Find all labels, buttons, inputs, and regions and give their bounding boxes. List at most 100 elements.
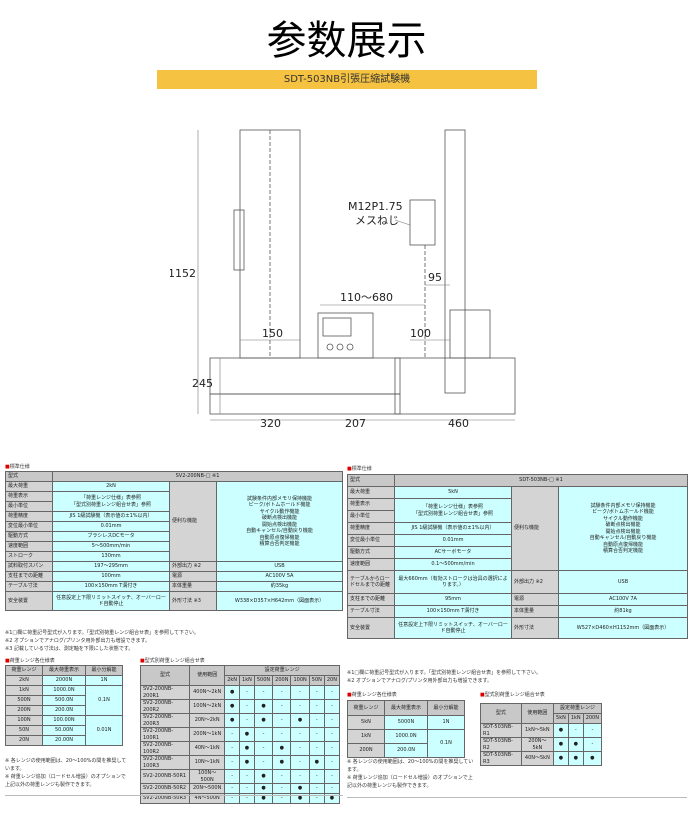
cell: 設定荷重レンジ <box>553 703 602 714</box>
cell: 95mm <box>394 593 512 606</box>
cell: 100N <box>5 715 43 726</box>
range-header: 50N <box>308 675 325 686</box>
dimension-lines <box>197 130 515 421</box>
cell: 荷重精度 <box>5 511 53 522</box>
model-cell: SV2-200NB-□ ※1 <box>52 471 343 482</box>
cell: ● <box>253 699 274 714</box>
cell: 荷重レンジ <box>347 700 385 716</box>
cell: SDT-503NB-R2 <box>480 737 522 752</box>
cell: SV2-200NB-100R1 <box>139 727 191 742</box>
cell: - <box>224 755 241 770</box>
cell: ● <box>553 737 569 752</box>
right-range-notes: ※ 各レンジの使用範囲は、20～100%の間を推奨しています。※ 荷重レンジ追加… <box>347 759 474 789</box>
cell: - <box>253 755 274 770</box>
cell: ● <box>290 713 310 728</box>
cell: 速度範囲 <box>5 541 53 552</box>
functions-cell: 試験条件内部メモリ保持機能ピーク/ボトムホールド機能サイクル動作機能破断点検出機… <box>558 486 688 571</box>
cell: ● <box>582 751 603 766</box>
dim-ctrl-width: 207 <box>345 417 366 430</box>
cell: USB <box>216 561 343 572</box>
cell: - <box>323 783 341 794</box>
cell: 最小単位 <box>347 510 395 523</box>
cell: - <box>308 769 325 784</box>
cell: ● <box>239 727 255 742</box>
cell: ● <box>290 793 310 804</box>
cell: 設定荷重レンジ <box>224 665 340 676</box>
cell: - <box>290 769 310 784</box>
cell: 外部出力 ※2 <box>169 561 217 572</box>
cell: ● <box>290 783 310 794</box>
cell: 1kN <box>347 729 385 744</box>
cell: - <box>224 741 241 756</box>
dim-100: 100 <box>410 327 431 340</box>
cell: SV2-200NB-50R2 <box>139 783 191 794</box>
cell: 支柱までの距離 <box>347 593 395 606</box>
cell: SV2-200NB-200R2 <box>139 699 191 714</box>
cell: JIS 1級試験機（表示値の±1%以内） <box>394 522 512 535</box>
cell: - <box>272 783 292 794</box>
range-header: 1kN <box>239 675 255 686</box>
cell: 安全装置 <box>347 617 395 639</box>
cell: 5～500mm/min <box>52 541 170 552</box>
cell: - <box>323 741 341 756</box>
side-view <box>394 129 516 415</box>
cell: 速度範囲 <box>347 558 395 571</box>
cell: 任意設定上下限リミットスイッチ、オーバーロード自動停止 <box>52 591 170 611</box>
cell: 約35kg <box>216 581 343 592</box>
cell: 200N～1kN <box>189 727 226 742</box>
cell: SDT-503NB-R1 <box>480 723 522 738</box>
cell: SDT-503NB-R3 <box>480 751 522 766</box>
cell: 400N～2kN <box>189 685 226 700</box>
cell: - <box>253 741 274 756</box>
cell: ● <box>253 769 274 784</box>
cell: 100.00N <box>41 715 87 726</box>
cell: 最大荷重表示 <box>383 700 429 716</box>
cell: - <box>308 685 325 700</box>
cell: - <box>323 769 341 784</box>
cell: SV2-200NB-50R1 <box>139 769 191 784</box>
cell: 4N～500N <box>189 793 226 804</box>
cell: 任意設定上下限リミットスイッチ、オーバーロード自動停止 <box>394 617 512 639</box>
cell: 1kN～5kN <box>520 723 555 738</box>
cell: 駆動方式 <box>5 531 53 542</box>
cell: 100N～500N <box>189 769 226 784</box>
cell: ● <box>239 755 255 770</box>
cell: 100N～2kN <box>189 699 226 714</box>
dimension-drawing: 1152 245 150 320 207 110～680 M12P1.75 メス… <box>170 129 516 430</box>
cell: ブラシレスDCモータ <box>52 531 170 542</box>
divider <box>5 795 343 796</box>
cell: ACサーボモータ <box>394 546 512 559</box>
cell: - <box>323 699 341 714</box>
cell: 20N～500N <box>189 783 226 794</box>
cell: - <box>239 699 255 714</box>
cell: 荷重表示 <box>347 498 395 511</box>
cell: 最大荷重 <box>347 486 395 499</box>
cell: - <box>272 713 292 728</box>
cell: 500N <box>5 695 43 706</box>
cell: 100×150mm T溝付き <box>52 581 170 592</box>
cell: AC100V 5A <box>216 571 343 582</box>
cell: - <box>567 723 584 738</box>
cell: - <box>308 727 325 742</box>
cell: 便利な機能 <box>169 481 217 562</box>
cell: 安全装置 <box>5 591 53 611</box>
thread-type: メスねじ <box>355 214 399 227</box>
cell: 2000N <box>41 675 87 686</box>
cell: - <box>290 685 310 700</box>
cell: 5kN <box>394 486 512 499</box>
cell: - <box>239 713 255 728</box>
cell: ● <box>239 741 255 756</box>
cell: 200N～5kN <box>520 737 555 752</box>
cell: 荷重表示 <box>5 491 53 502</box>
cell: 197～295mm <box>52 561 170 572</box>
cell: W527×D460×H1152mm（図面表示） <box>558 617 688 639</box>
cell: 20N～2kN <box>189 713 226 728</box>
left-range-notes: ※ 各レンジの使用範囲は、20～100%の間を推奨しています。※ 荷重レンジ追加… <box>5 758 127 788</box>
cell: 130mm <box>52 551 170 562</box>
cell: - <box>272 685 292 700</box>
cell: 10N～1kN <box>189 755 226 770</box>
cell: - <box>308 713 325 728</box>
